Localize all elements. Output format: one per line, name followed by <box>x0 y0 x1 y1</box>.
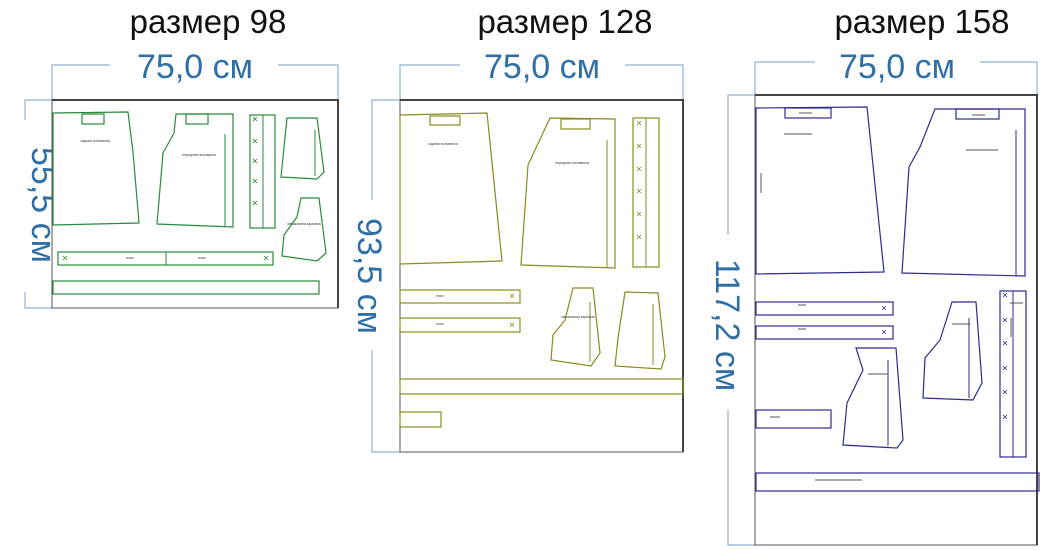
panel-size-98: размер 98 75,0 см 55,5 см задняя половин… <box>24 3 339 309</box>
height-label: 117,2 см <box>708 259 746 391</box>
piece-label: пояс <box>436 294 444 298</box>
cross-mark-icon <box>1002 365 1008 371</box>
panel-size-158: размер 158 75,0 см 117,2 см <box>708 3 1040 546</box>
width-dimension-line <box>51 64 339 100</box>
piece-label: пояс <box>126 256 134 260</box>
waist-yoke <box>81 113 105 125</box>
height-dimension-line <box>24 99 52 309</box>
waist-yoke <box>560 118 591 130</box>
cross-mark-icon <box>252 158 258 164</box>
panel-size-128: размер 128 75,0 см 93,5 см задняя полови… <box>350 3 684 453</box>
sheet-edge <box>755 94 1038 545</box>
cross-mark-icon <box>636 120 642 126</box>
cross-mark-icon <box>636 143 642 149</box>
cross-mark-icon <box>509 293 515 299</box>
belt-strip <box>755 325 894 340</box>
belt-strip <box>399 317 521 333</box>
cross-mark-icon <box>1002 414 1008 420</box>
cross-mark-icon <box>1002 340 1008 346</box>
piece-label: пояс <box>198 256 206 260</box>
sheet-edge <box>52 99 339 308</box>
cross-mark-icon <box>881 329 887 335</box>
pocket-piece <box>280 117 325 180</box>
waist-yoke <box>784 107 832 119</box>
piece-label: мешковина кармана <box>287 222 320 226</box>
cross-mark-icon <box>1002 389 1008 395</box>
pattern-pieces: задняя половинка передняя половинка пояс по… <box>399 112 684 428</box>
pocket-bag-piece <box>550 287 601 367</box>
width-dimension-line <box>754 61 1038 95</box>
cross-mark-icon <box>881 305 887 311</box>
piece-label: мешковина кармана <box>561 315 594 319</box>
cross-mark-icon <box>252 116 258 122</box>
cross-mark-icon <box>252 178 258 184</box>
cross-mark-icon <box>252 138 258 144</box>
small-strip <box>755 409 832 429</box>
long-strip <box>755 472 1040 492</box>
paper-sheet <box>51 99 339 309</box>
cross-mark-icon <box>252 200 258 206</box>
cross-mark-icon <box>636 166 642 172</box>
piece-label: передняя половинка <box>182 153 216 157</box>
front-piece <box>901 108 1026 277</box>
height-dimension-line <box>727 94 755 546</box>
height-label: 93,5 см <box>350 218 388 334</box>
width-label: 75,0 см <box>484 48 600 86</box>
belt-strip <box>755 301 894 316</box>
paper-sheet <box>754 94 1038 546</box>
waist-yoke <box>429 115 461 126</box>
panel-title: размер 98 <box>130 3 287 40</box>
piece-label: передняя половинка <box>555 161 589 165</box>
panel-title: размер 128 <box>477 3 652 40</box>
paper-sheet <box>399 99 684 453</box>
pattern-pieces: задняя половинка передняя половинка пояс по… <box>52 111 327 295</box>
long-strip <box>52 280 320 295</box>
cross-mark-icon <box>263 255 269 261</box>
pocket-piece <box>842 347 904 449</box>
piece-label: задняя половинка <box>80 139 109 143</box>
width-label: 75,0 см <box>839 48 955 86</box>
cross-mark-icon <box>1002 292 1008 298</box>
width-dimension-line <box>399 64 684 100</box>
pocket-piece <box>614 291 666 370</box>
cross-mark-icon <box>1002 317 1008 323</box>
front-piece <box>156 113 234 228</box>
back-piece <box>399 112 503 265</box>
front-piece <box>520 117 616 269</box>
cross-mark-icon <box>636 234 642 240</box>
back-piece <box>52 111 140 226</box>
pocket-bag-piece <box>281 197 327 262</box>
sheet-edge <box>400 99 684 452</box>
cross-mark-icon <box>509 322 515 328</box>
belt-strip <box>399 289 521 304</box>
pattern-pieces <box>755 106 1040 492</box>
cross-mark-icon <box>62 255 68 261</box>
pocket-bag-piece <box>922 301 983 401</box>
panel-title: размер 158 <box>834 3 1009 40</box>
long-strip <box>399 378 684 395</box>
height-dimension-line <box>371 99 400 453</box>
cross-mark-icon <box>636 188 642 194</box>
back-piece <box>755 106 885 275</box>
waist-yoke <box>185 113 209 125</box>
piece-label: пояс <box>436 322 444 326</box>
small-strip <box>399 411 442 428</box>
cross-mark-icon <box>636 211 642 217</box>
piece-label: задняя половинка <box>428 142 457 146</box>
width-label: 75,0 см <box>137 48 253 86</box>
waist-yoke <box>955 108 1000 120</box>
